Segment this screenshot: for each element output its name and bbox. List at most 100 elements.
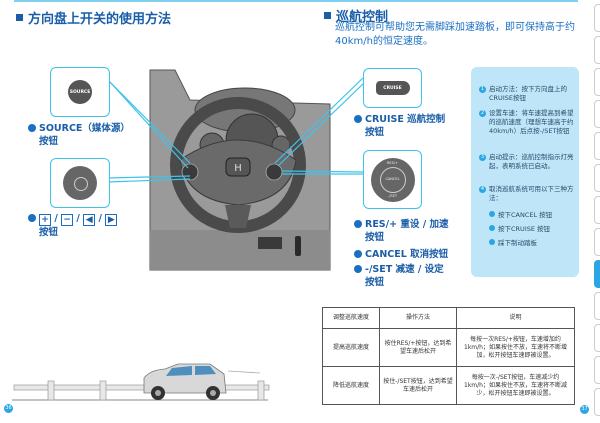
side-tab[interactable] — [594, 356, 600, 384]
info-text: 启动提示：巡航控制指示灯亮起，表明系统已启动。 — [489, 153, 574, 170]
side-tab[interactable] — [594, 4, 600, 32]
page-number-left: 36 — [4, 404, 13, 413]
side-tab[interactable] — [594, 132, 600, 160]
table-cell: 每按一次RES/+按钮，车速增加约1km/h；如果按住不放，车速将不断增加，松开… — [456, 328, 575, 367]
bullet-icon — [489, 211, 495, 217]
info-text: 启动方法：按下方向盘上的CRUISE按钮 — [489, 85, 567, 102]
dial-cancel-label: CANCEL — [385, 176, 400, 181]
source-button-label: SOURCE（媒体源） 按钮 — [28, 122, 130, 148]
side-tab[interactable] — [594, 196, 600, 224]
table-cell: 降低巡航速度 — [322, 366, 380, 405]
label-text: 按钮 — [365, 127, 385, 138]
cruise-button-label: CRUISE 巡航控制 按钮 — [354, 113, 445, 139]
side-tab[interactable] — [594, 68, 600, 96]
cruise-control-title: 巡航控制 — [324, 6, 388, 25]
info-text: 按下CRUISE 按钮 — [498, 225, 551, 233]
speed-adjust-table: 调整巡航速度 操作方法 说明 提高巡航速度 按住RES/+按钮，达到希望车速后松… — [322, 307, 575, 405]
svg-text:H: H — [234, 163, 242, 174]
side-tab[interactable] — [594, 100, 600, 128]
info-item: 4 取消巡航系统可用以下三种方法： — [479, 185, 575, 203]
separator: / — [76, 213, 80, 224]
dial-res-label: RES/+ — [387, 160, 398, 165]
cancel-method-item: 按下CRUISE 按钮 — [489, 223, 550, 233]
label-text: CANCEL 取消按钮 — [365, 249, 449, 260]
callout-lines — [107, 77, 366, 183]
title-square-icon — [324, 12, 331, 19]
bullet-icon — [354, 265, 362, 273]
top-rule-left — [14, 0, 300, 2]
side-tab[interactable] — [594, 164, 600, 192]
label-text: 按钮 — [39, 136, 59, 147]
page-number-right: 37 — [580, 405, 589, 414]
bullet-icon — [489, 225, 495, 231]
title-square-icon — [16, 14, 23, 21]
table-cell: 每按一次-/SET按钮，车速减少约1km/h；如果按住不放，车速将不断减少，松开… — [456, 366, 575, 405]
table-cell: 按住RES/+按钮，达到希望车速后松开 — [379, 328, 457, 367]
bullet-icon — [354, 115, 362, 123]
plus-key-icon: + — [39, 214, 51, 226]
side-tab[interactable] — [594, 260, 600, 288]
step-number-icon: 4 — [479, 186, 486, 193]
dial-set-label: -/SET — [387, 193, 397, 198]
source-button-callout: SOURCE — [50, 67, 110, 117]
label-text: RES/+ 重设 / 加速 — [365, 219, 449, 230]
info-text: 设置车速：将车速提高到希望的巡航速度（理想车速高于约40km/h）后点按-/SE… — [489, 109, 574, 135]
cancel-button-label: CANCEL 取消按钮 — [354, 248, 448, 261]
cruise-info-panel: 1 启动方法：按下方向盘上的CRUISE按钮 2 设置车速：将车速提高到希望的巡… — [471, 67, 579, 277]
side-tab[interactable] — [594, 292, 600, 320]
bullet-icon — [354, 250, 362, 258]
cruise-dial-icon: RES/+ CANCEL -/SET — [370, 157, 415, 202]
table-row: 降低巡航速度 按住-/SET按钮，达到希望车速后松开 每按一次-/SET按钮，车… — [322, 366, 575, 405]
side-tab[interactable] — [594, 388, 600, 416]
bullet-icon — [28, 214, 36, 222]
info-item: 2 设置车速：将车速提高到希望的巡航速度（理想车速高于约40km/h）后点按-/… — [479, 109, 575, 136]
steering-switch-title: 方向盘上开关的使用方法 — [16, 8, 171, 27]
steering-wheel-illustration: H — [149, 69, 331, 271]
title-text: 巡航控制 — [336, 10, 389, 25]
label-text: -/SET 减速 / 设定 — [365, 264, 444, 275]
table-header: 调整巡航速度 — [322, 307, 380, 329]
bullet-icon — [354, 220, 362, 228]
info-text: 取消巡航系统可用以下三种方法： — [489, 185, 574, 202]
cruise-button-icon: CRUISE — [375, 81, 410, 95]
table-header-row: 调整巡航速度 操作方法 说明 — [322, 307, 575, 329]
separator: / — [98, 213, 103, 224]
cruise-dial-callout: RES/+ CANCEL -/SET — [363, 150, 422, 209]
right-key-icon: ▶ — [105, 214, 118, 226]
side-tab[interactable] — [594, 36, 600, 64]
side-tab[interactable] — [594, 324, 600, 352]
info-item: 3 启动提示：巡航控制指示灯亮起，表明系统已启动。 — [479, 153, 575, 171]
source-button-icon: SOURCE — [68, 80, 92, 104]
info-text: 踩下制动踏板 — [498, 239, 537, 247]
table-header: 操作方法 — [379, 307, 457, 329]
table-header: 说明 — [456, 307, 575, 329]
info-item: 1 启动方法：按下方向盘上的CRUISE按钮 — [479, 85, 575, 103]
table-cell: 提高巡航速度 — [322, 328, 380, 367]
step-number-icon: 3 — [479, 154, 486, 161]
left-key-icon: ◀ — [83, 214, 96, 226]
minus-key-icon: − — [61, 214, 74, 226]
label-text: 按钮 — [39, 227, 59, 238]
cruise-button-callout: CRUISE — [363, 68, 422, 108]
info-text: 按下CANCEL 按钮 — [498, 211, 553, 219]
car-on-road-illustration — [12, 363, 270, 401]
table-row: 提高巡航速度 按住RES/+按钮，达到希望车速后松开 每按一次RES/+按钮，车… — [322, 328, 575, 367]
bullet-icon — [489, 239, 495, 245]
separator: / — [54, 213, 58, 224]
bullet-icon — [28, 124, 36, 132]
direction-pad-icon — [63, 166, 97, 200]
title-text: 方向盘上开关的使用方法 — [28, 12, 172, 27]
cancel-method-item: 踩下制动踏板 — [489, 237, 537, 247]
label-text: 按钮 — [365, 232, 385, 243]
cruise-intro-text: 巡航控制可帮助您无需脚踩加速踏板，即可保持高于约40km/h的恒定速度。 — [335, 22, 575, 47]
step-number-icon: 1 — [479, 86, 486, 93]
nav-keys-label: + / − / ◀ / ▶ 按钮 — [28, 212, 118, 239]
top-rule-right — [300, 0, 578, 2]
table-cell: 按住-/SET按钮，达到希望车速后松开 — [379, 366, 457, 405]
res-button-label: RES/+ 重设 / 加速 按钮 — [354, 218, 448, 244]
label-text: CRUISE 巡航控制 — [365, 114, 446, 125]
label-text: SOURCE（媒体源） — [39, 123, 130, 134]
cancel-method-item: 按下CANCEL 按钮 — [489, 209, 552, 219]
side-tab[interactable] — [594, 228, 600, 256]
